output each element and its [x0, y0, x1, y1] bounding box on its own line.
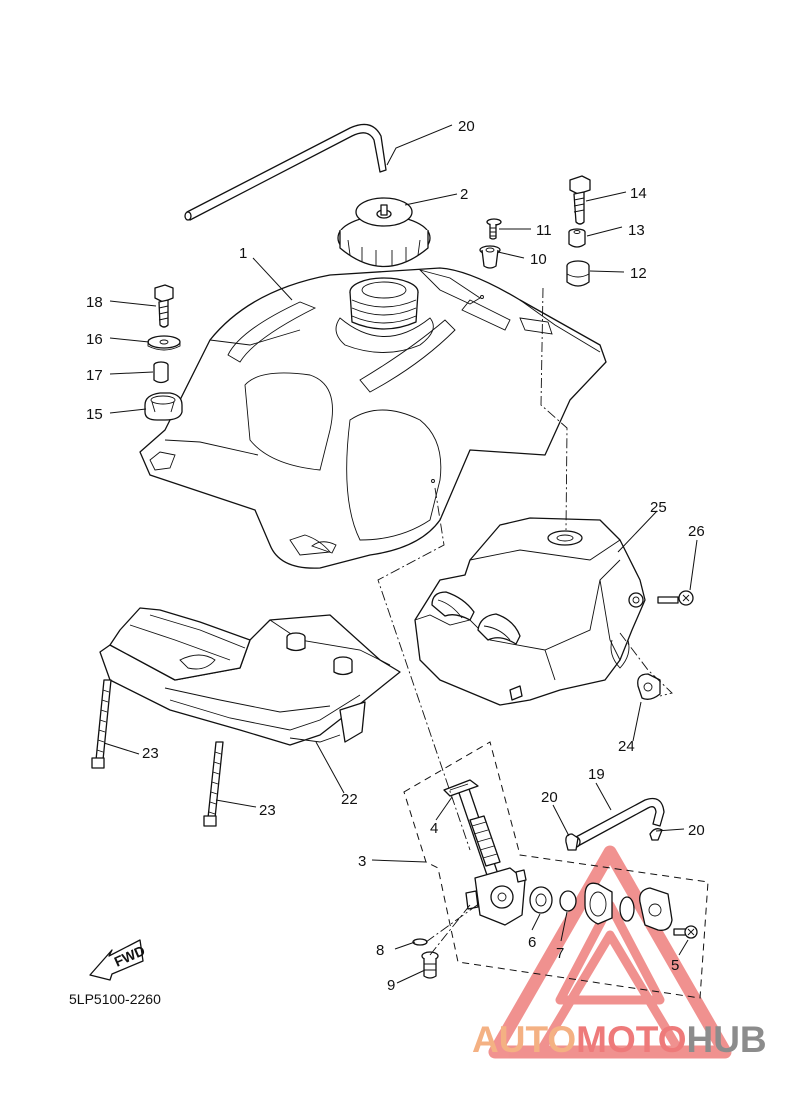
callout-26: 26	[688, 523, 705, 540]
fuel-cap	[337, 197, 431, 267]
callout-8: 8	[376, 942, 384, 959]
svg-text:AUTOMOTOHUB: AUTOMOTOHUB	[472, 1019, 767, 1060]
diagram-code: 5LP5100-2260	[69, 991, 161, 1007]
fwd-arrow-icon: FWD	[89, 939, 147, 981]
tank-protector-plate	[99, 607, 401, 746]
watermark-auto: AUTO	[472, 1019, 576, 1060]
callout-19: 19	[588, 766, 605, 783]
damper-15	[144, 392, 183, 421]
fuel-cock-assembly	[403, 741, 709, 999]
watermark-hub: HUB	[686, 1019, 766, 1060]
callout-6: 6	[528, 934, 536, 951]
collar-17	[153, 361, 169, 384]
watermark-logo-triangle	[488, 845, 732, 1059]
callout-22: 22	[341, 791, 358, 808]
bolt-18	[154, 284, 174, 328]
callout-1: 1	[239, 245, 247, 262]
callout-14: 14	[630, 185, 647, 202]
callout-10: 10	[530, 251, 547, 268]
sub-fuel-tank	[414, 517, 646, 706]
collar-13	[568, 228, 586, 248]
callout-3: 3	[358, 853, 366, 870]
callout-13: 13	[628, 222, 645, 239]
fuel-tank	[139, 267, 607, 569]
callout-16: 16	[86, 331, 103, 348]
screw-26	[657, 590, 694, 606]
callout-24: 25	[650, 499, 667, 516]
callout-21: 20	[458, 118, 475, 135]
strap-band-upper	[91, 679, 112, 769]
callout-labels: 20 2 1 14 13 12 11 10 18 16 17 15 25 26 …	[86, 118, 705, 994]
callout-2: 2	[460, 186, 468, 203]
callout-11: 11	[536, 222, 552, 239]
watermark-brand-text: AUTOMOTOHUB	[472, 1019, 767, 1060]
callout-20a: 20	[541, 789, 558, 806]
callout-25: 24	[618, 738, 635, 755]
clip-25	[637, 673, 661, 700]
strap-band-lower	[203, 741, 224, 827]
watermark-moto: MOTO	[576, 1019, 686, 1060]
callout-12: 12	[630, 265, 647, 282]
breather-hose	[184, 123, 387, 221]
callout-23b: 23	[259, 802, 276, 819]
bolt-14	[569, 175, 591, 225]
washer-16	[147, 335, 181, 351]
callout-15: 15	[86, 406, 103, 423]
callout-leader-lines	[103, 124, 698, 984]
callout-17: 17	[86, 367, 103, 384]
grommet-10	[479, 245, 501, 269]
callout-23a: 23	[142, 745, 159, 762]
callout-5: 5	[671, 957, 679, 974]
callout-9: 9	[387, 977, 395, 994]
callout-4: 4	[430, 820, 438, 837]
callout-7: 7	[556, 945, 564, 962]
screw-11	[486, 218, 502, 240]
callout-18: 18	[86, 294, 103, 311]
damper-12	[566, 260, 590, 287]
callout-20b: 20	[688, 822, 705, 839]
assembly-guide-lines	[377, 287, 673, 956]
